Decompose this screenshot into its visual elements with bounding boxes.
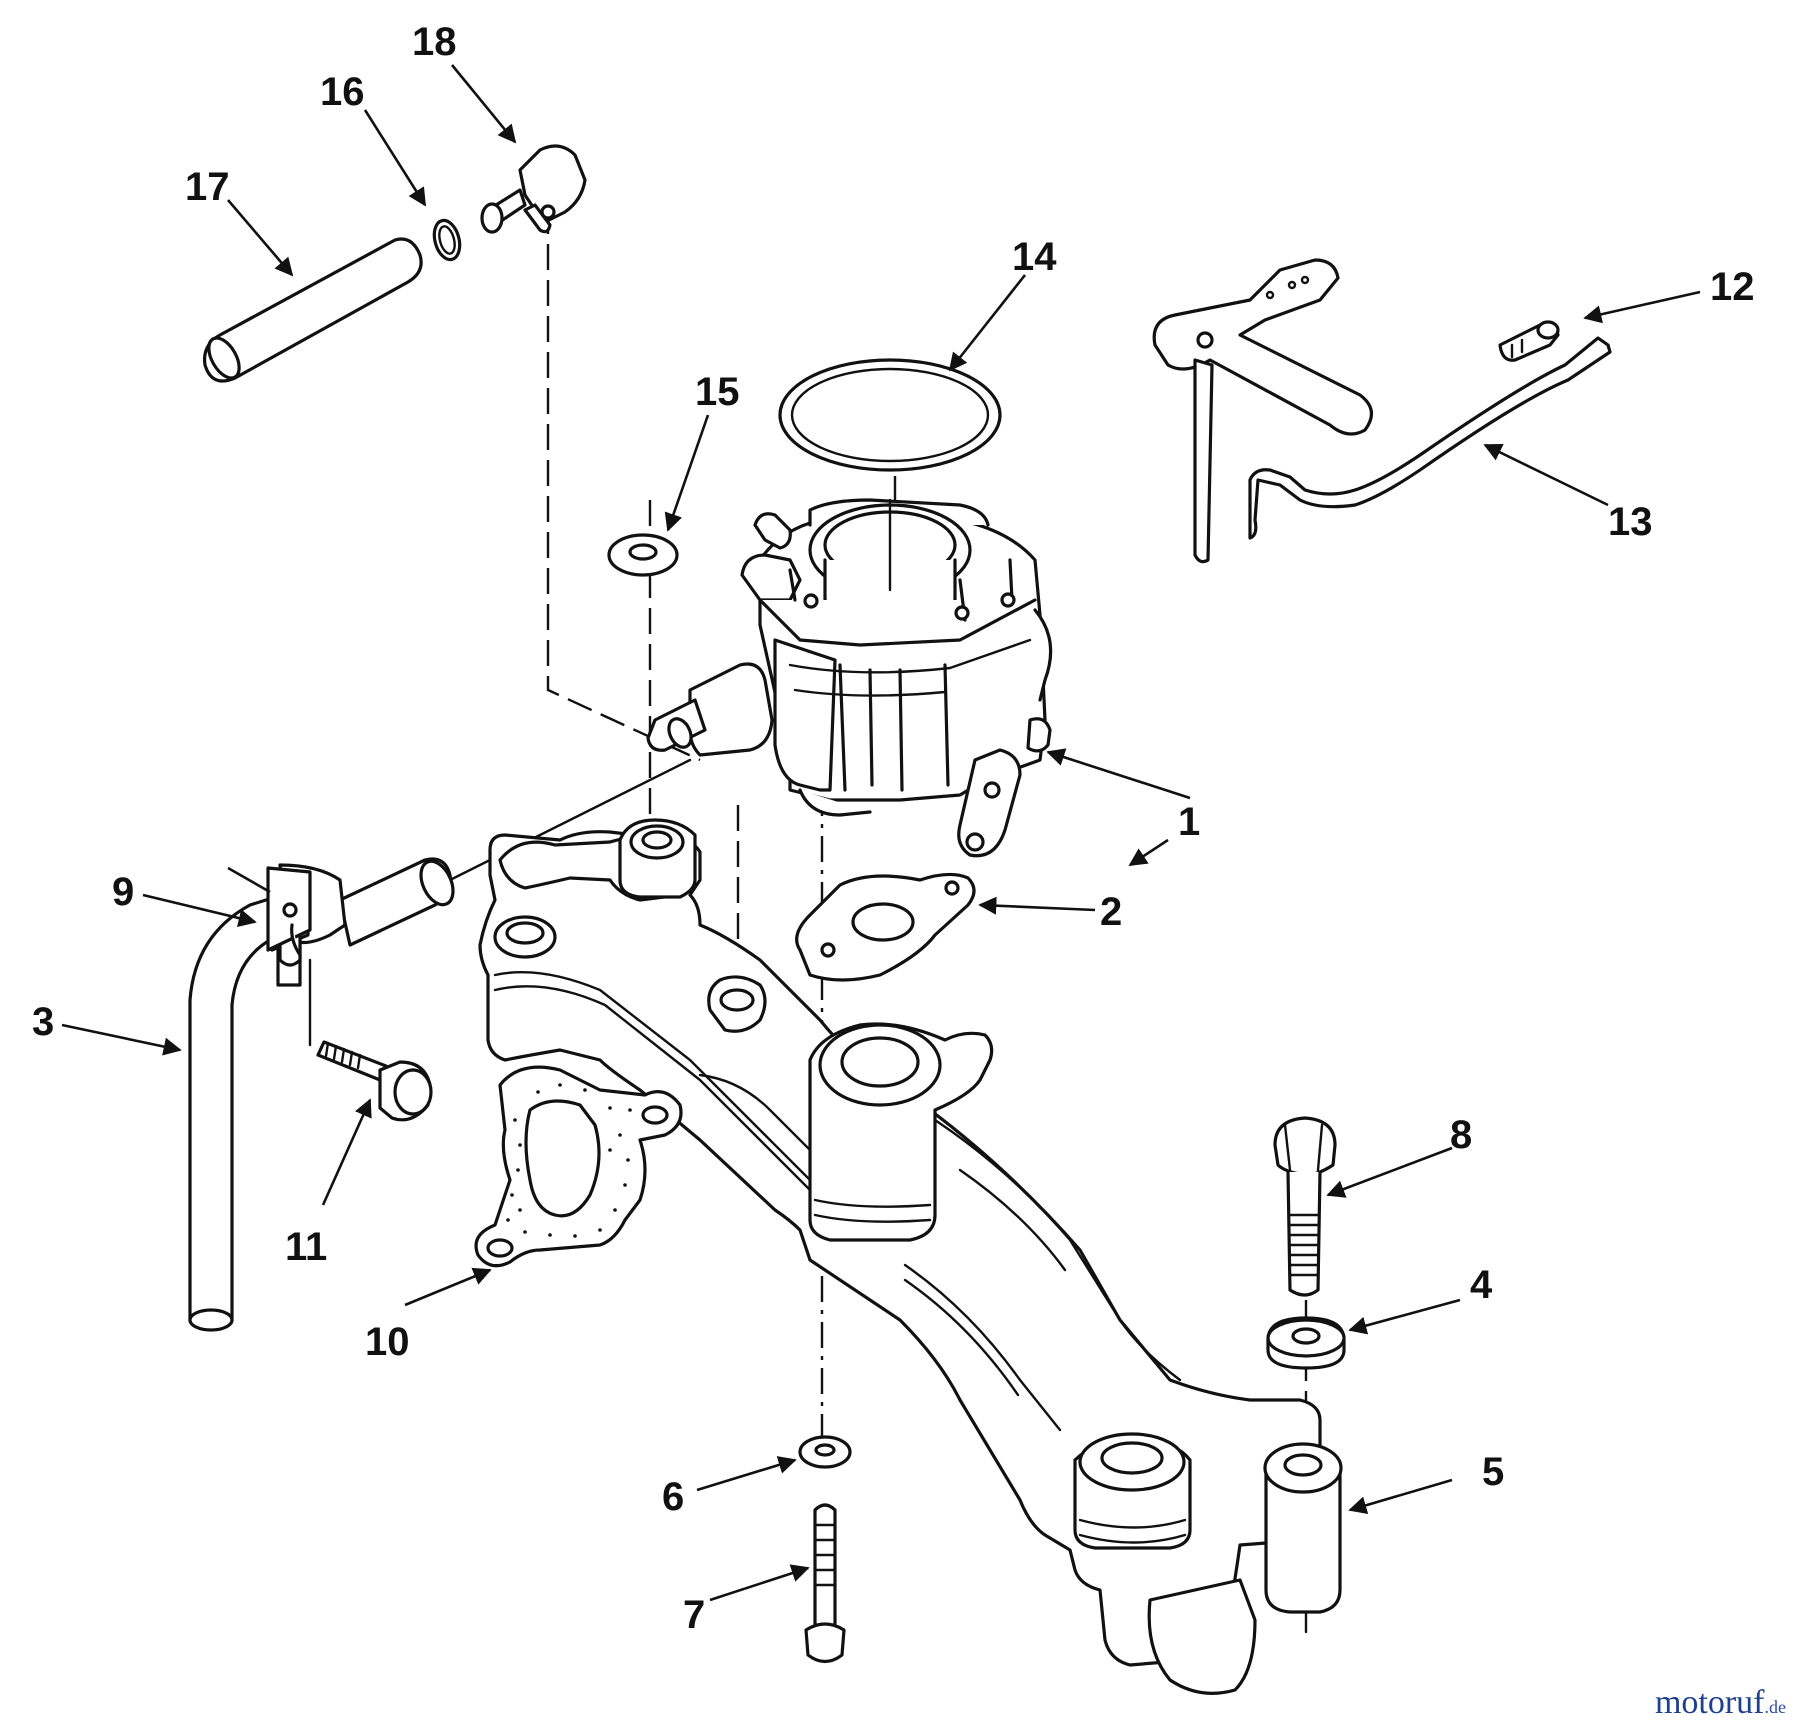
- carburetor-gasket: [795, 872, 976, 982]
- flange-bolt: [308, 958, 433, 1122]
- air-horn-gasket: [778, 358, 1002, 472]
- callout-7: 7: [683, 1593, 705, 1637]
- bolt-thread-ticks: [324, 1041, 362, 1070]
- fuel-elbow: [480, 144, 587, 234]
- intake-manifold: [478, 818, 1343, 1695]
- throttle-rod: [1248, 336, 1612, 540]
- screw-thread-ticks: [813, 1523, 837, 1587]
- callout-labels: 1 2 3 4 5 6 7 8 9 10 11 12 13 14 15 16 1…: [32, 20, 1755, 1637]
- manifold-bolt: [1273, 1116, 1337, 1297]
- carburetor: [646, 498, 1053, 858]
- bolt-washer: [1266, 1316, 1346, 1370]
- callout-12: 12: [1710, 265, 1755, 309]
- fuel-line: [202, 237, 423, 383]
- rod-clip: [1498, 320, 1560, 362]
- carburetor-screw: [804, 1503, 846, 1664]
- leader-arrows: [61, 64, 1701, 1602]
- callout-1: 1: [1178, 800, 1200, 844]
- callout-9: 9: [112, 870, 134, 914]
- watermark-tld: .de: [1764, 1697, 1787, 1717]
- callout-8: 8: [1450, 1113, 1472, 1157]
- callout-18: 18: [412, 20, 457, 64]
- vent-hose: [188, 878, 342, 1332]
- spacer-washer: [607, 533, 679, 577]
- callout-16: 16: [320, 70, 365, 114]
- callout-17: 17: [185, 165, 230, 209]
- hose-clamp: [266, 857, 455, 987]
- callout-13: 13: [1608, 500, 1653, 544]
- callout-3: 3: [32, 1000, 54, 1044]
- o-ring: [432, 218, 462, 262]
- bolt-thread-ticks: [1288, 1213, 1320, 1277]
- callout-2: 2: [1100, 890, 1122, 934]
- callout-6: 6: [662, 1475, 684, 1519]
- callout-10: 10: [365, 1320, 410, 1364]
- throttle-lever: [1152, 258, 1373, 564]
- callout-14: 14: [1012, 235, 1057, 279]
- manifold-gasket: [474, 1065, 683, 1268]
- small-washer: [798, 1435, 852, 1469]
- callout-4: 4: [1470, 1263, 1493, 1307]
- callout-11: 11: [285, 1225, 327, 1269]
- callout-15: 15: [695, 370, 740, 414]
- callout-5: 5: [1482, 1450, 1504, 1494]
- site-watermark: motoruf.de: [1655, 1684, 1786, 1722]
- watermark-name: motoruf: [1654, 1684, 1765, 1721]
- gasket-stipple: [506, 1083, 632, 1238]
